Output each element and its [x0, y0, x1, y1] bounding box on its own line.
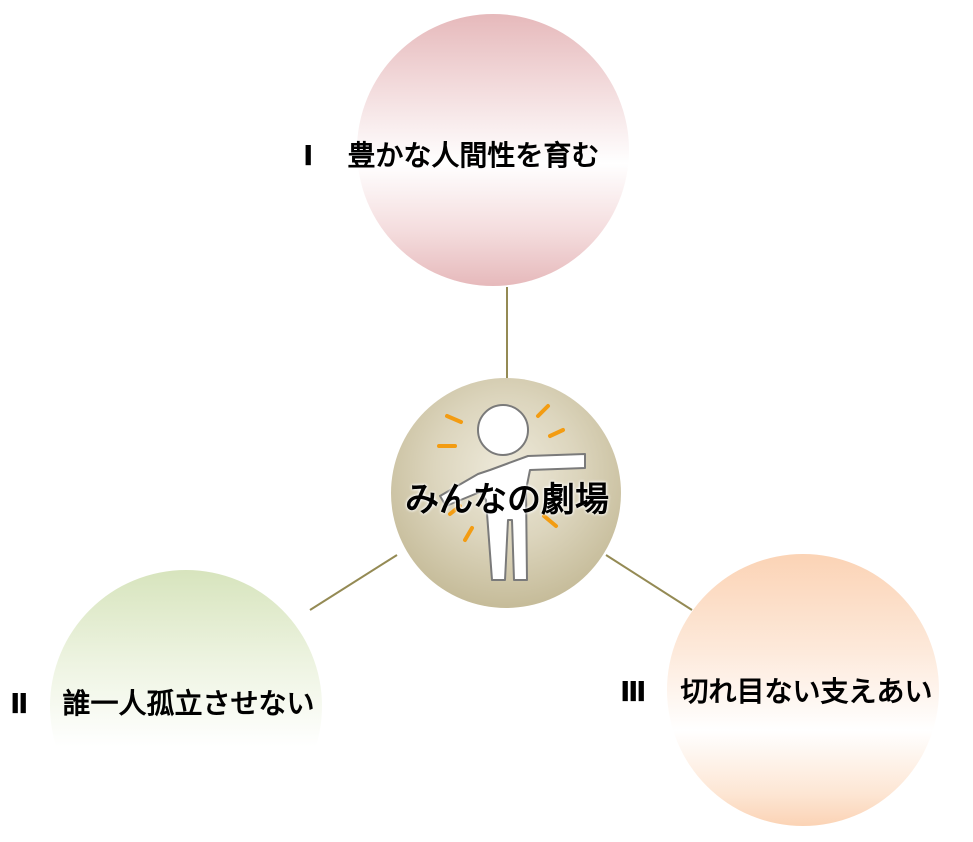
- node-3-label: Ⅲ 切れ目ない支えあい: [620, 678, 932, 706]
- connector-right: [605, 554, 693, 611]
- node-2-numeral: Ⅱ: [10, 687, 29, 720]
- node-3-numeral: Ⅲ: [620, 675, 647, 708]
- node-2-label: Ⅱ 誰一人孤立させない: [10, 690, 314, 718]
- node-2-circle: [50, 570, 322, 842]
- center-label: みんなの劇場: [405, 480, 609, 520]
- node-1-numeral: Ⅰ: [303, 139, 314, 172]
- node-2-text: 誰一人孤立させない: [62, 687, 315, 720]
- node-1-label: Ⅰ 豊かな人間性を育む: [303, 142, 599, 170]
- node-3-text: 切れ目ない支えあい: [680, 675, 933, 708]
- node-1-text: 豊かな人間性を育む: [347, 139, 600, 172]
- node-1-circle: [357, 14, 629, 286]
- connector-left: [309, 554, 398, 611]
- node-3-circle: [667, 554, 939, 826]
